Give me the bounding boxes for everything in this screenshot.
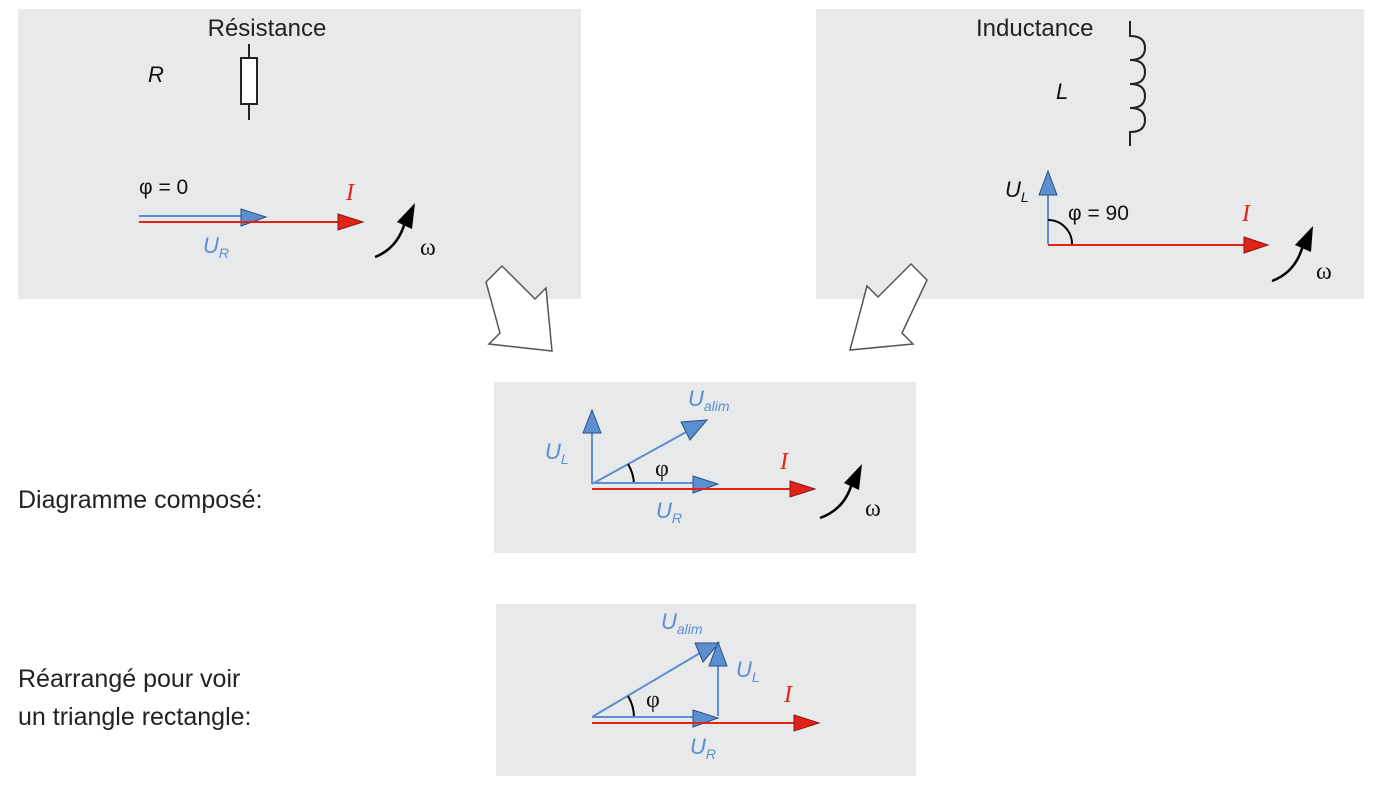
resistance-panel (18, 9, 581, 299)
composite-phi-arc (627, 463, 635, 485)
triangle-current-label: I (783, 682, 793, 708)
inductance-title: Inductance (976, 15, 1093, 42)
inductance-phase-angle-arc (1047, 219, 1073, 245)
resistor-symbol (240, 44, 258, 120)
composite-rotation-arrow-icon (819, 464, 862, 520)
resistance-rotation-arrow-icon (374, 203, 415, 259)
composite-ualim-label: Ualim (688, 386, 730, 414)
inductor-symbol (1129, 21, 1147, 146)
composite-ur-label: UR (656, 498, 682, 526)
inductance-current-label: I (1241, 201, 1251, 227)
inductance-panel (816, 9, 1364, 299)
composite-omega-label: ω (865, 496, 881, 522)
resistance-phase-label: φ = 0 (139, 176, 188, 199)
resistance-ur-vector (139, 208, 268, 227)
triangle-ualim-label: Ualim (661, 609, 703, 637)
connector-arrow-right-icon (848, 262, 928, 351)
composite-ul-vector (582, 408, 602, 484)
triangle-panel (496, 604, 916, 776)
triangle-caption-line1: Réarrangé pour voir (18, 665, 241, 693)
triangle-ul-label: UL (736, 657, 760, 685)
inductance-ul-label: UL (1005, 177, 1029, 205)
inductor-label: L (1056, 79, 1068, 104)
composite-phi-label: φ (655, 456, 669, 482)
resistor-label: R (148, 62, 164, 87)
composite-ul-label: UL (545, 439, 569, 467)
inductance-current-vector (1048, 236, 1270, 254)
inductance-phase-label: φ = 90 (1068, 202, 1129, 225)
composite-current-vector (592, 480, 817, 498)
triangle-phi-arc (627, 695, 635, 718)
inductance-ul-vector (1038, 169, 1058, 244)
composite-current-label: I (779, 449, 789, 475)
resistance-omega-label: ω (420, 235, 436, 261)
triangle-ur-label: UR (690, 734, 716, 762)
triangle-ul-vector (708, 640, 728, 716)
inductance-rotation-arrow-icon (1271, 226, 1313, 283)
triangle-phi-label: φ (646, 687, 660, 713)
triangle-current-vector (592, 714, 821, 732)
connector-arrow-left-icon (485, 264, 553, 352)
resistance-title: Résistance (208, 15, 327, 42)
composite-caption: Diagramme composé: (18, 486, 263, 514)
triangle-ualim-vector (591, 642, 721, 718)
resistance-current-label: I (345, 180, 355, 206)
composite-ualim-vector (591, 419, 709, 485)
triangle-caption-line2: un triangle rectangle: (18, 703, 252, 731)
inductance-omega-label: ω (1316, 259, 1332, 285)
resistance-ur-label: UR (203, 233, 229, 261)
resistance-current-vector (139, 213, 365, 231)
composite-panel (494, 382, 916, 553)
